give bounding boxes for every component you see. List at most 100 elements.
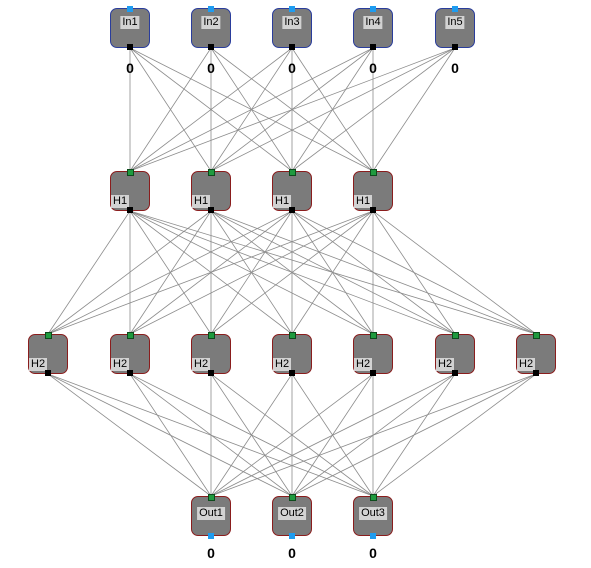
edge-l2-1-to-0 <box>129 373 212 497</box>
hidden1-node-2[interactable]: H1 <box>191 169 231 213</box>
input-port-icon[interactable] <box>207 332 215 339</box>
edge-l1-0-to-2 <box>129 210 212 335</box>
output-port-icon[interactable] <box>370 207 376 213</box>
hidden2-node-3[interactable]: H2 <box>191 332 231 376</box>
output-value-out2: 0 <box>288 545 296 561</box>
input-port-icon[interactable] <box>126 332 134 339</box>
input-port-icon[interactable] <box>451 332 459 339</box>
output-port-icon[interactable] <box>208 207 214 213</box>
edge-l2-3-to-2 <box>291 373 374 497</box>
output-port-icon[interactable] <box>452 370 458 376</box>
input-port-icon[interactable] <box>126 169 134 176</box>
edge-l1-2-to-1 <box>129 210 293 335</box>
edge-l1-0-to-6 <box>129 210 537 335</box>
edge-l2-0-to-0 <box>47 373 212 497</box>
output-port-icon[interactable] <box>289 44 295 50</box>
input-node-in4[interactable]: In4 <box>353 6 393 50</box>
edge-l2-5-to-0 <box>210 373 456 497</box>
edge-l1-1-to-5 <box>210 210 456 335</box>
hidden2-node-6[interactable]: H2 <box>435 332 475 376</box>
input-port-icon[interactable] <box>44 332 52 339</box>
edge-l1-3-to-2 <box>210 210 374 335</box>
output-port-icon[interactable] <box>127 207 133 213</box>
input-port-icon[interactable] <box>207 169 215 176</box>
hidden2-node-2[interactable]: H2 <box>110 332 150 376</box>
edge-l2-2-to-1 <box>210 373 293 497</box>
input-port-icon[interactable] <box>127 6 133 12</box>
input-port-icon[interactable] <box>288 169 296 176</box>
hidden1-node-3[interactable]: H1 <box>272 169 312 213</box>
edge-l1-2-to-4 <box>291 210 374 335</box>
edge-l1-0-to-0 <box>47 210 131 335</box>
input-port-icon[interactable] <box>532 332 540 339</box>
node-label: In5 <box>445 16 465 29</box>
input-port-icon[interactable] <box>369 332 377 339</box>
hidden2-node-1[interactable]: H2 <box>28 332 68 376</box>
edge-l1-3-to-3 <box>291 210 374 335</box>
edge-l0-4-to-1 <box>210 47 456 172</box>
edge-l0-0-to-3 <box>129 47 374 172</box>
edge-l2-5-to-1 <box>291 373 456 497</box>
input-port-icon[interactable] <box>369 169 377 176</box>
edge-l1-2-to-6 <box>291 210 537 335</box>
output-port-icon[interactable] <box>370 44 376 50</box>
edge-l2-2-to-2 <box>210 373 374 497</box>
output-node-out3[interactable]: Out3 <box>353 494 393 539</box>
node-label: H1 <box>111 195 130 208</box>
edge-l2-0-to-2 <box>47 373 374 497</box>
hidden1-node-1[interactable]: H1 <box>110 169 150 213</box>
edge-l1-2-to-0 <box>47 210 293 335</box>
input-port-icon[interactable] <box>289 6 295 12</box>
input-port-icon[interactable] <box>369 494 377 501</box>
edge-l2-0-to-1 <box>47 373 293 497</box>
node-label: H2 <box>192 358 211 371</box>
node-label: H2 <box>29 358 48 371</box>
output-port-icon[interactable] <box>208 533 214 539</box>
input-port-icon[interactable] <box>370 6 376 12</box>
hidden2-node-4[interactable]: H2 <box>272 332 312 376</box>
hidden2-node-7[interactable]: H2 <box>516 332 556 376</box>
input-port-icon[interactable] <box>207 494 215 501</box>
edge-l2-1-to-2 <box>129 373 374 497</box>
node-label: H2 <box>354 358 373 371</box>
output-port-icon[interactable] <box>45 370 51 376</box>
edge-l2-6-to-1 <box>291 373 537 497</box>
output-port-icon[interactable] <box>370 533 376 539</box>
input-port-icon[interactable] <box>288 332 296 339</box>
input-port-icon[interactable] <box>288 494 296 501</box>
output-value-out1: 0 <box>207 545 215 561</box>
edge-l1-0-to-3 <box>129 210 293 335</box>
output-node-out2[interactable]: Out2 <box>272 494 312 539</box>
node-label: H2 <box>517 358 536 371</box>
output-port-icon[interactable] <box>289 370 295 376</box>
output-node-out1[interactable]: Out1 <box>191 494 231 539</box>
node-label: Out3 <box>359 507 387 520</box>
edge-l1-0-to-4 <box>129 210 374 335</box>
output-port-icon[interactable] <box>208 44 214 50</box>
input-node-in5[interactable]: In5 <box>435 6 475 50</box>
output-port-icon[interactable] <box>127 370 133 376</box>
edge-l1-1-to-6 <box>210 210 537 335</box>
output-port-icon[interactable] <box>208 370 214 376</box>
node-label: In2 <box>201 16 221 29</box>
node-label: In1 <box>120 16 140 29</box>
input-port-icon[interactable] <box>208 6 214 12</box>
hidden2-node-5[interactable]: H2 <box>353 332 393 376</box>
input-node-in1[interactable]: In1 <box>110 6 150 50</box>
edge-l2-4-to-0 <box>210 373 374 497</box>
edge-l2-6-to-0 <box>210 373 537 497</box>
output-port-icon[interactable] <box>289 533 295 539</box>
edge-l1-3-to-5 <box>372 210 456 335</box>
hidden1-node-4[interactable]: H1 <box>353 169 393 213</box>
edge-l1-3-to-6 <box>372 210 537 335</box>
output-port-icon[interactable] <box>370 370 376 376</box>
input-port-icon[interactable] <box>452 6 458 12</box>
input-node-in3[interactable]: In3 <box>272 6 312 50</box>
input-node-in2[interactable]: In2 <box>191 6 231 50</box>
output-port-icon[interactable] <box>452 44 458 50</box>
output-port-icon[interactable] <box>533 370 539 376</box>
output-port-icon[interactable] <box>289 207 295 213</box>
output-port-icon[interactable] <box>127 44 133 50</box>
